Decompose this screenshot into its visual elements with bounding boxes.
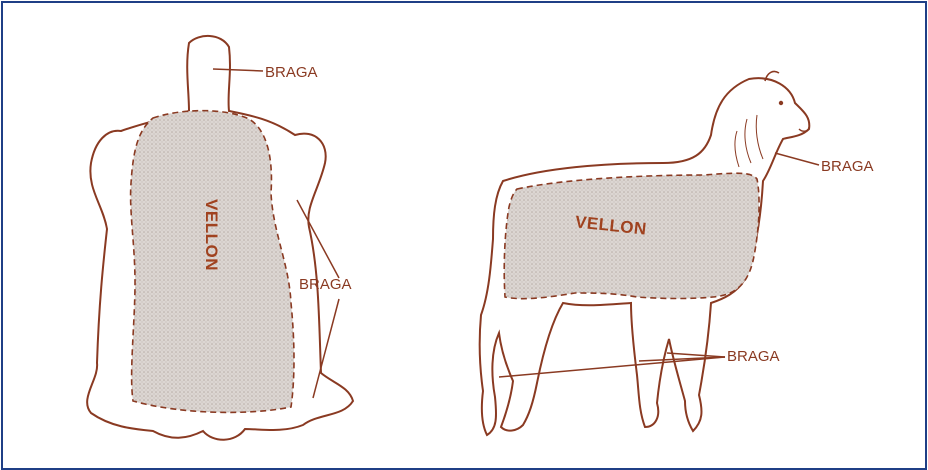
pelt-diagram: VELLON BRAGA BRAGA	[87, 36, 353, 440]
alpaca-braga-neck-leader	[775, 153, 819, 165]
pelt-braga-side-leader-1	[297, 200, 339, 278]
alpaca-braga-legs-label: BRAGA	[727, 348, 780, 365]
alpaca-diagram: VELLON BRAGA BRAGA	[480, 71, 874, 435]
pelt-braga-side-label: BRAGA	[299, 276, 352, 293]
diagram-canvas: VELLON BRAGA BRAGA VELLON BRAGA	[3, 3, 925, 468]
pelt-braga-top-label: BRAGA	[265, 64, 318, 81]
alpaca-braga-legs-leader-3	[667, 353, 725, 357]
alpaca-neck-fur	[735, 115, 763, 167]
alpaca-braga-legs-leader-1	[499, 357, 725, 377]
alpaca-eye	[779, 101, 783, 105]
alpaca-braga-neck-label: BRAGA	[821, 158, 874, 175]
pelt-vellon-label: VELLON	[202, 199, 221, 271]
pelt-braga-top-leader	[213, 69, 263, 71]
